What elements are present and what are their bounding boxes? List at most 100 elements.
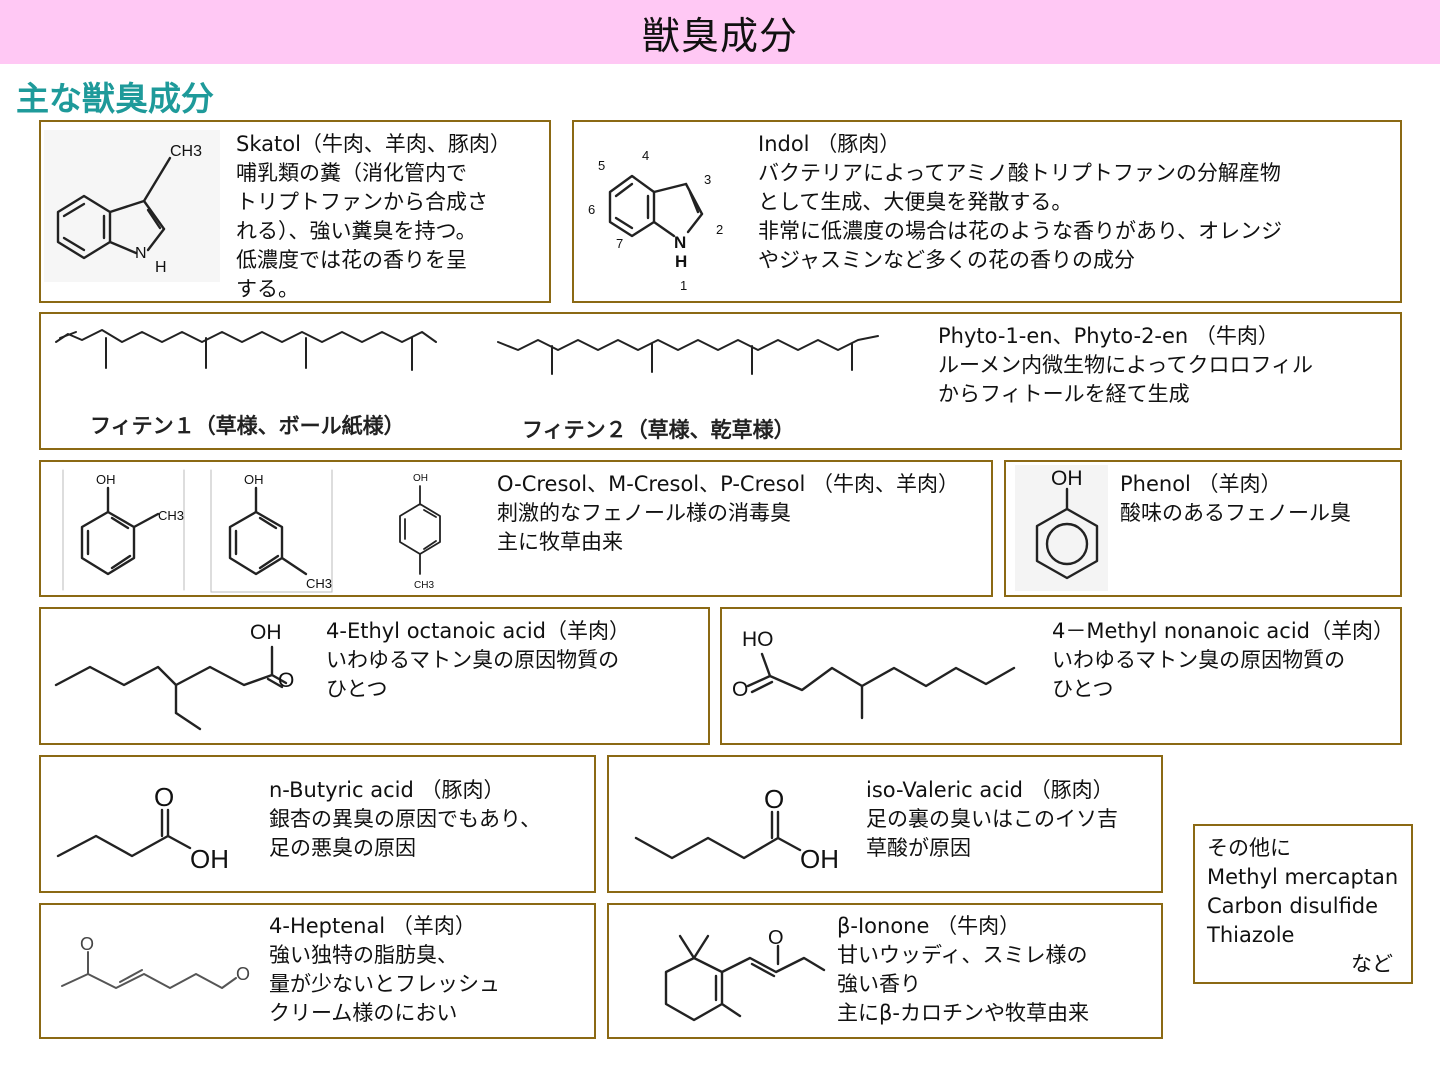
- indol-heading: Indol （豚肉）: [758, 132, 901, 156]
- butyric-line: 足の悪臭の原因: [269, 836, 416, 860]
- heptenal-line: クリーム様のにおい: [269, 1001, 458, 1025]
- ionone-text: β-Ionone （牛肉） 甘いウッディ、スミレ様の 強い香り 主にβ‐カロチン…: [837, 912, 1089, 1028]
- indol-num-6: 6: [588, 202, 595, 217]
- phytene-1-label: フィテン１（草様、ボール紙様）: [90, 413, 405, 438]
- phenol-line: 酸味のあるフェノール臭: [1120, 501, 1351, 525]
- ionone-o-label: O: [768, 927, 784, 949]
- valeric-oh-label: OH: [800, 844, 839, 874]
- p-cresol-structure: OH CH3: [399, 473, 441, 591]
- others-etc: など: [1351, 952, 1393, 976]
- butyric-o-label: O: [154, 782, 174, 812]
- heptenal-structure: O O: [61, 934, 250, 989]
- ionone-line: 主にβ‐カロチンや牧草由来: [837, 1001, 1089, 1025]
- indol-n-label: N: [674, 233, 686, 252]
- indol-num-4: 4: [642, 148, 649, 163]
- indol-line: バクテリアによってアミノ酸トリプトファンの分解産物: [758, 161, 1281, 185]
- heptenal-line: 量が少ないとフレッシュ: [269, 972, 500, 996]
- cresol-card: [39, 460, 993, 597]
- skatol-structure: CH3 N H: [44, 130, 220, 282]
- o-cresol-structure: OH CH3: [62, 469, 185, 591]
- valeric-o-label: O: [764, 784, 784, 814]
- ethyl-octanoic-text: 4-Ethyl octanoic acid（羊肉） いわゆるマトン臭の原因物質の…: [326, 617, 630, 704]
- indol-num-1: 1: [680, 278, 687, 293]
- phytene-text: Phyto-1-en、Phyto-2-en （牛肉） ルーメン内微生物によってク…: [938, 322, 1313, 409]
- ethyl-octanoic-line: いわゆるマトン臭の原因物質の: [326, 648, 620, 672]
- butyric-oh-label: OH: [190, 844, 229, 874]
- m-cresol-oh-label: OH: [244, 472, 264, 487]
- methyl-nonanoic-line: ひとつ: [1052, 677, 1114, 701]
- phytene-line: ルーメン内微生物によってクロロフィル: [938, 353, 1314, 377]
- methyl-nonanoic-structure: HO O: [732, 628, 1016, 720]
- phytene-1-structure: [55, 329, 437, 371]
- o-cresol-ch3-label: CH3: [158, 508, 184, 523]
- valeric-structure: O OH: [634, 784, 839, 874]
- others-line: その他に: [1207, 836, 1291, 860]
- skatol-heading: Skatol（牛肉、羊肉、豚肉）: [236, 132, 511, 156]
- phytene-2-structure: [497, 335, 879, 375]
- butyric-line: 銀杏の異臭の原因でもあり、: [269, 807, 542, 831]
- title-bar: 獣臭成分: [0, 0, 1440, 64]
- cresol-heading: O-Cresol、M-Cresol、P-Cresol （牛肉、羊肉）: [497, 472, 959, 496]
- m-cresol-structure: OH CH3: [210, 469, 333, 593]
- indol-num-2: 2: [716, 222, 723, 237]
- methyl-nonanoic-line: いわゆるマトン臭の原因物質の: [1052, 648, 1346, 672]
- indol-num-5: 5: [598, 158, 605, 173]
- skatol-h-label: H: [155, 259, 167, 276]
- skatol-line: トリプトファンから合成さ: [236, 190, 488, 214]
- skatol-line: 哺乳類の糞（消化管内で: [236, 161, 467, 185]
- others-line: Thiazole: [1207, 923, 1295, 947]
- page-title: 獣臭成分: [641, 13, 798, 58]
- methyl-nonanoic-o-label: O: [732, 678, 748, 701]
- skatol-ch3-label: CH3: [170, 143, 202, 160]
- skatol-text: Skatol（牛肉、羊肉、豚肉） 哺乳類の糞（消化管内で トリプトファンから合成…: [236, 130, 511, 304]
- ionone-structure: O: [664, 927, 826, 1022]
- valeric-text: iso-Valeric acid （豚肉） 足の裏の臭いはこのイソ吉 草酸が原因: [866, 776, 1118, 863]
- methyl-nonanoic-ho-label: HO: [742, 628, 774, 651]
- phytene-line: からフィトールを経て生成: [938, 382, 1190, 406]
- skatol-line: れる）、強い糞臭を持つ。: [236, 219, 477, 243]
- ethyl-octanoic-oh-label: OH: [250, 621, 282, 644]
- ethyl-octanoic-line: ひとつ: [326, 677, 388, 701]
- butyric-card: [39, 755, 596, 893]
- valeric-card: [607, 755, 1163, 893]
- indol-text: Indol （豚肉） バクテリアによってアミノ酸トリプトファンの分解産物 として…: [758, 130, 1282, 275]
- phenol-heading: Phenol （羊肉）: [1120, 472, 1282, 496]
- others-card: その他に Methyl mercaptan Carbon disulfide T…: [1193, 824, 1413, 984]
- valeric-heading: iso-Valeric acid （豚肉）: [866, 778, 1114, 802]
- indol-card: [572, 120, 1402, 303]
- ionone-line: 強い香り: [837, 972, 921, 996]
- ionone-heading: β-Ionone （牛肉）: [837, 914, 1021, 938]
- indol-line: として生成、大便臭を発散する。: [758, 190, 1073, 214]
- m-cresol-ch3-label: CH3: [306, 576, 332, 591]
- phenol-structure: OH: [1015, 465, 1108, 591]
- butyric-text: n-Butyric acid （豚肉） 銀杏の異臭の原因でもあり、 足の悪臭の原…: [269, 776, 541, 863]
- phenol-oh-label: OH: [1051, 467, 1083, 490]
- skatol-line: 低濃度では花の香りを呈: [236, 248, 467, 272]
- ionone-line: 甘いウッディ、スミレ様の: [837, 943, 1088, 967]
- o-cresol-oh-label: OH: [96, 472, 116, 487]
- valeric-line: 足の裏の臭いはこのイソ吉: [866, 807, 1118, 831]
- indol-structure: N H 1 2 3 4 5 6 7: [588, 148, 723, 293]
- valeric-line: 草酸が原因: [866, 836, 971, 860]
- methyl-nonanoic-heading: 4－Methyl nonanoic acid（羊肉）: [1052, 619, 1395, 643]
- cresol-line: 刺激的なフェノール様の消毒臭: [497, 501, 791, 525]
- skatol-n-label: N: [135, 245, 147, 262]
- heptenal-line: 強い独特の脂肪臭、: [269, 943, 458, 967]
- ethyl-octanoic-heading: 4-Ethyl octanoic acid（羊肉）: [326, 619, 630, 643]
- butyric-heading: n-Butyric acid （豚肉）: [269, 778, 505, 802]
- phenol-text: Phenol （羊肉） 酸味のあるフェノール臭: [1120, 470, 1351, 528]
- cresol-line: 主に牧草由来: [497, 530, 623, 554]
- methyl-nonanoic-text: 4－Methyl nonanoic acid（羊肉） いわゆるマトン臭の原因物質…: [1052, 617, 1394, 704]
- phytene-2-label: フィテン２（草様、乾草様）: [522, 417, 795, 442]
- heptenal-text: 4-Heptenal （羊肉） 強い独特の脂肪臭、 量が少ないとフレッシュ クリ…: [269, 912, 500, 1028]
- p-cresol-ch3-label: CH3: [414, 580, 434, 591]
- cresol-text: O-Cresol、M-Cresol、P-Cresol （牛肉、羊肉） 刺激的なフ…: [497, 470, 959, 557]
- others-line: Methyl mercaptan: [1207, 865, 1399, 889]
- ethyl-octanoic-structure: OH O: [54, 621, 294, 731]
- heptenal-heading: 4-Heptenal （羊肉）: [269, 914, 476, 938]
- methyl-nonanoic-card: [720, 607, 1402, 745]
- heptenal-card: [39, 903, 596, 1039]
- heptenal-o2-label: O: [236, 964, 250, 984]
- ethyl-octanoic-o-label: O: [278, 669, 294, 692]
- skatol-line: する。: [236, 277, 299, 301]
